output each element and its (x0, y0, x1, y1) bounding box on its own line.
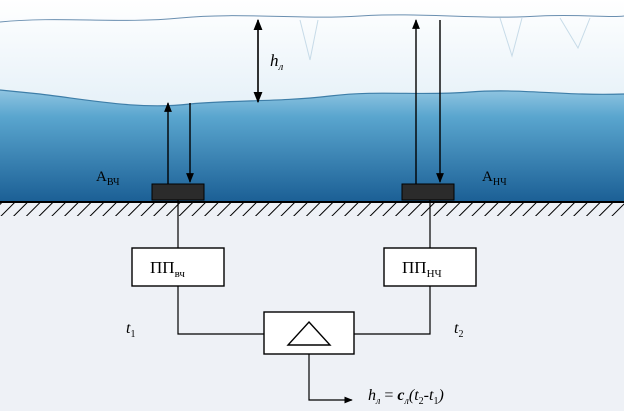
transceiver-lf-box (383, 247, 477, 287)
delta-icon (286, 320, 332, 346)
antenna-hf (151, 183, 205, 201)
svg-text:АНЧ: АНЧ (482, 169, 507, 188)
wire-lf-to-comparator (354, 286, 431, 335)
antenna-lf-label: А (482, 169, 493, 185)
wire-hf-to-comparator (177, 286, 264, 335)
ice-texture (299, 17, 591, 61)
svg-text:ППНЧ: ППНЧ (402, 258, 442, 280)
time-2-label: t (454, 320, 459, 337)
transceiver-lf-label: ПП (402, 258, 427, 277)
svg-text:t1: t1 (126, 320, 135, 340)
transceiver-hf-label: ПП (150, 258, 175, 277)
computation-block (263, 311, 355, 355)
ice-thickness-label: h (270, 51, 279, 70)
ice-layer (0, 0, 624, 106)
svg-text:ППвч: ППвч (150, 258, 185, 280)
antenna-lf (401, 183, 455, 201)
formula: hл = cл(t2-t1) (368, 387, 444, 407)
svg-text:hл: hл (270, 51, 284, 73)
time-1-label: t (126, 320, 131, 337)
ice-bottom-edge (0, 89, 624, 107)
svg-text:АВЧ: АВЧ (96, 169, 120, 188)
output-wire (308, 354, 353, 404)
antenna-hf-label: А (96, 169, 107, 185)
ice-top-edge (0, 14, 624, 23)
ground-strip (0, 202, 624, 216)
transceiver-hf-box (131, 247, 225, 287)
svg-text:t2: t2 (454, 320, 463, 340)
